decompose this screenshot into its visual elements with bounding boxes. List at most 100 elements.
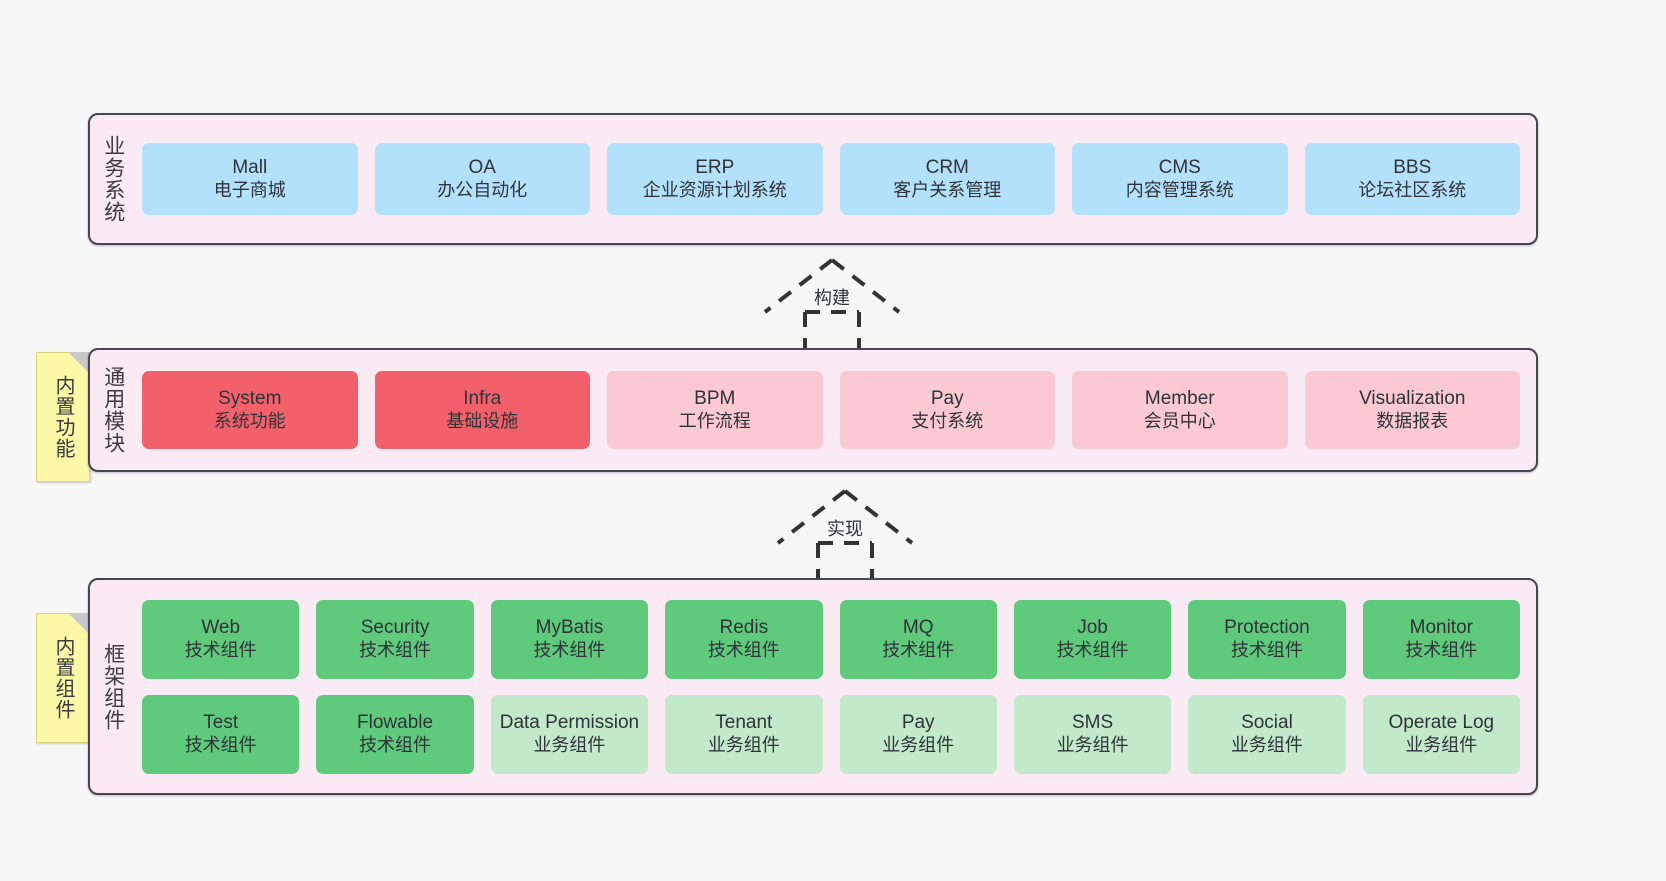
arrow-stem-icon (816, 543, 874, 579)
node-mall[interactable]: Mall 电子商城 (142, 143, 358, 215)
arrow-label-implement: 实现 (825, 515, 865, 541)
node-title: Visualization (1359, 388, 1466, 410)
node-title: MQ (902, 617, 934, 639)
node-title: Security (360, 617, 430, 639)
node-subtitle: 会员中心 (1143, 410, 1216, 431)
node-title: CRM (925, 157, 969, 179)
node-title: Job (1077, 617, 1108, 639)
node-mybatis[interactable]: MyBatis 技术组件 (490, 599, 649, 679)
section-cells-modules: System 系统功能 Infra 基础设施 BPM 工作流程 Pay 支付系统… (136, 350, 1536, 470)
section-framework-components: 框架组件 Web 技术组件 Security 技术组件 MyBatis 技术组件… (88, 578, 1538, 795)
node-subtitle: 技术组件 (1056, 639, 1129, 660)
node-title: Mall (232, 157, 268, 179)
node-subtitle: 业务组件 (882, 734, 955, 755)
node-subtitle: 业务组件 (1405, 734, 1478, 755)
cell-row: Web 技术组件 Security 技术组件 MyBatis 技术组件 Redi… (142, 599, 1520, 679)
node-title: OA (468, 157, 496, 179)
node-title: Pay (930, 388, 964, 410)
node-flowable[interactable]: Flowable 技术组件 (316, 694, 474, 774)
node-title: Web (201, 617, 241, 639)
node-subtitle: 企业资源计划系统 (642, 179, 787, 200)
node-title: Protection (1224, 617, 1310, 639)
cell-row: System 系统功能 Infra 基础设施 BPM 工作流程 Pay 支付系统… (142, 371, 1520, 449)
node-subtitle: 技术组件 (359, 639, 432, 660)
node-subtitle: 技术组件 (1230, 639, 1303, 660)
node-title: Operate Log (1388, 712, 1495, 734)
section-label-framework-components: 框架组件 (101, 642, 125, 731)
node-job[interactable]: Job 技术组件 (1013, 599, 1172, 679)
node-cms[interactable]: CMS 内容管理系统 (1072, 143, 1288, 215)
section-cells-business: Mall 电子商城 OA 办公自动化 ERP 企业资源计划系统 CRM 客户关系… (136, 115, 1536, 243)
node-visualization[interactable]: Visualization 数据报表 (1304, 371, 1520, 449)
section-common-modules: 通用模块 System 系统功能 Infra 基础设施 BPM 工作流程 Pay… (88, 348, 1538, 472)
node-subtitle: 客户关系管理 (893, 179, 1002, 200)
node-title: Member (1144, 388, 1215, 410)
node-subtitle: 业务组件 (1056, 734, 1129, 755)
node-title: Flowable (357, 712, 434, 734)
arrow-head-icon (763, 258, 901, 314)
node-web[interactable]: Web 技术组件 (142, 599, 300, 679)
node-subtitle: 技术组件 (1405, 639, 1478, 660)
arrow-label-build: 构建 (812, 284, 852, 310)
node-subtitle: 技术组件 (359, 734, 432, 755)
node-pay[interactable]: Pay 支付系统 (839, 371, 1055, 449)
cell-row: Mall 电子商城 OA 办公自动化 ERP 企业资源计划系统 CRM 客户关系… (142, 143, 1520, 215)
node-title: CMS (1158, 157, 1201, 179)
node-monitor[interactable]: Monitor 技术组件 (1362, 599, 1520, 679)
node-subtitle: 业务组件 (533, 734, 606, 755)
node-subtitle: 论坛社区系统 (1358, 179, 1467, 200)
node-operate-log[interactable]: Operate Log 业务组件 (1362, 694, 1520, 774)
node-title: Infra (463, 388, 502, 410)
arrow-head-icon (776, 489, 914, 545)
sticky-note-label: 内置组件 (52, 636, 74, 720)
node-title: Redis (719, 617, 769, 639)
node-title: Pay (901, 712, 935, 734)
node-bbs[interactable]: BBS 论坛社区系统 (1304, 143, 1520, 215)
node-oa[interactable]: OA 办公自动化 (374, 143, 590, 215)
sticky-note-label: 内置功能 (52, 375, 74, 459)
node-subtitle: 内容管理系统 (1125, 179, 1234, 200)
section-cells-framework: Web 技术组件 Security 技术组件 MyBatis 技术组件 Redi… (136, 580, 1536, 793)
node-subtitle: 技术组件 (707, 639, 780, 660)
sticky-note-builtin-components: 内置组件 (36, 613, 90, 743)
section-business-systems: 业务系统 Mall 电子商城 OA 办公自动化 ERP 企业资源计划系统 CRM… (88, 113, 1538, 245)
node-subtitle: 业务组件 (1230, 734, 1303, 755)
node-infra[interactable]: Infra 基础设施 (374, 371, 590, 449)
node-subtitle: 技术组件 (184, 734, 257, 755)
node-pay-component[interactable]: Pay 业务组件 (839, 694, 997, 774)
node-subtitle: 电子商城 (213, 179, 286, 200)
node-title: BPM (694, 388, 736, 410)
section-label-common-modules: 通用模块 (101, 366, 125, 454)
node-tenant[interactable]: Tenant 业务组件 (665, 694, 823, 774)
node-social[interactable]: Social 业务组件 (1188, 694, 1346, 774)
node-mq[interactable]: MQ 技术组件 (839, 599, 997, 679)
node-title: Monitor (1409, 617, 1473, 639)
section-label-business-systems: 业务系统 (101, 135, 125, 223)
node-title: ERP (695, 157, 735, 179)
node-subtitle: 支付系统 (911, 410, 984, 431)
node-member[interactable]: Member 会员中心 (1072, 371, 1288, 449)
node-subtitle: 基础设施 (446, 410, 519, 431)
node-subtitle: 业务组件 (707, 734, 780, 755)
node-subtitle: 系统功能 (213, 410, 286, 431)
arrow-stem-icon (803, 312, 861, 348)
node-subtitle: 数据报表 (1376, 410, 1449, 431)
node-protection[interactable]: Protection 技术组件 (1188, 599, 1346, 679)
node-title: SMS (1071, 712, 1114, 734)
node-sms[interactable]: SMS 业务组件 (1013, 694, 1172, 774)
node-security[interactable]: Security 技术组件 (316, 599, 474, 679)
node-erp[interactable]: ERP 企业资源计划系统 (607, 143, 823, 215)
node-crm[interactable]: CRM 客户关系管理 (839, 143, 1055, 215)
node-subtitle: 工作流程 (678, 410, 751, 431)
node-test[interactable]: Test 技术组件 (142, 694, 300, 774)
node-subtitle: 办公自动化 (437, 179, 528, 200)
node-subtitle: 技术组件 (882, 639, 955, 660)
node-redis[interactable]: Redis 技术组件 (665, 599, 823, 679)
node-title: Test (203, 712, 239, 734)
sticky-note-builtin-features: 内置功能 (36, 352, 90, 482)
node-subtitle: 技术组件 (533, 639, 606, 660)
node-data-permission[interactable]: Data Permission 业务组件 (490, 694, 649, 774)
node-system[interactable]: System 系统功能 (142, 371, 358, 449)
node-bpm[interactable]: BPM 工作流程 (607, 371, 823, 449)
